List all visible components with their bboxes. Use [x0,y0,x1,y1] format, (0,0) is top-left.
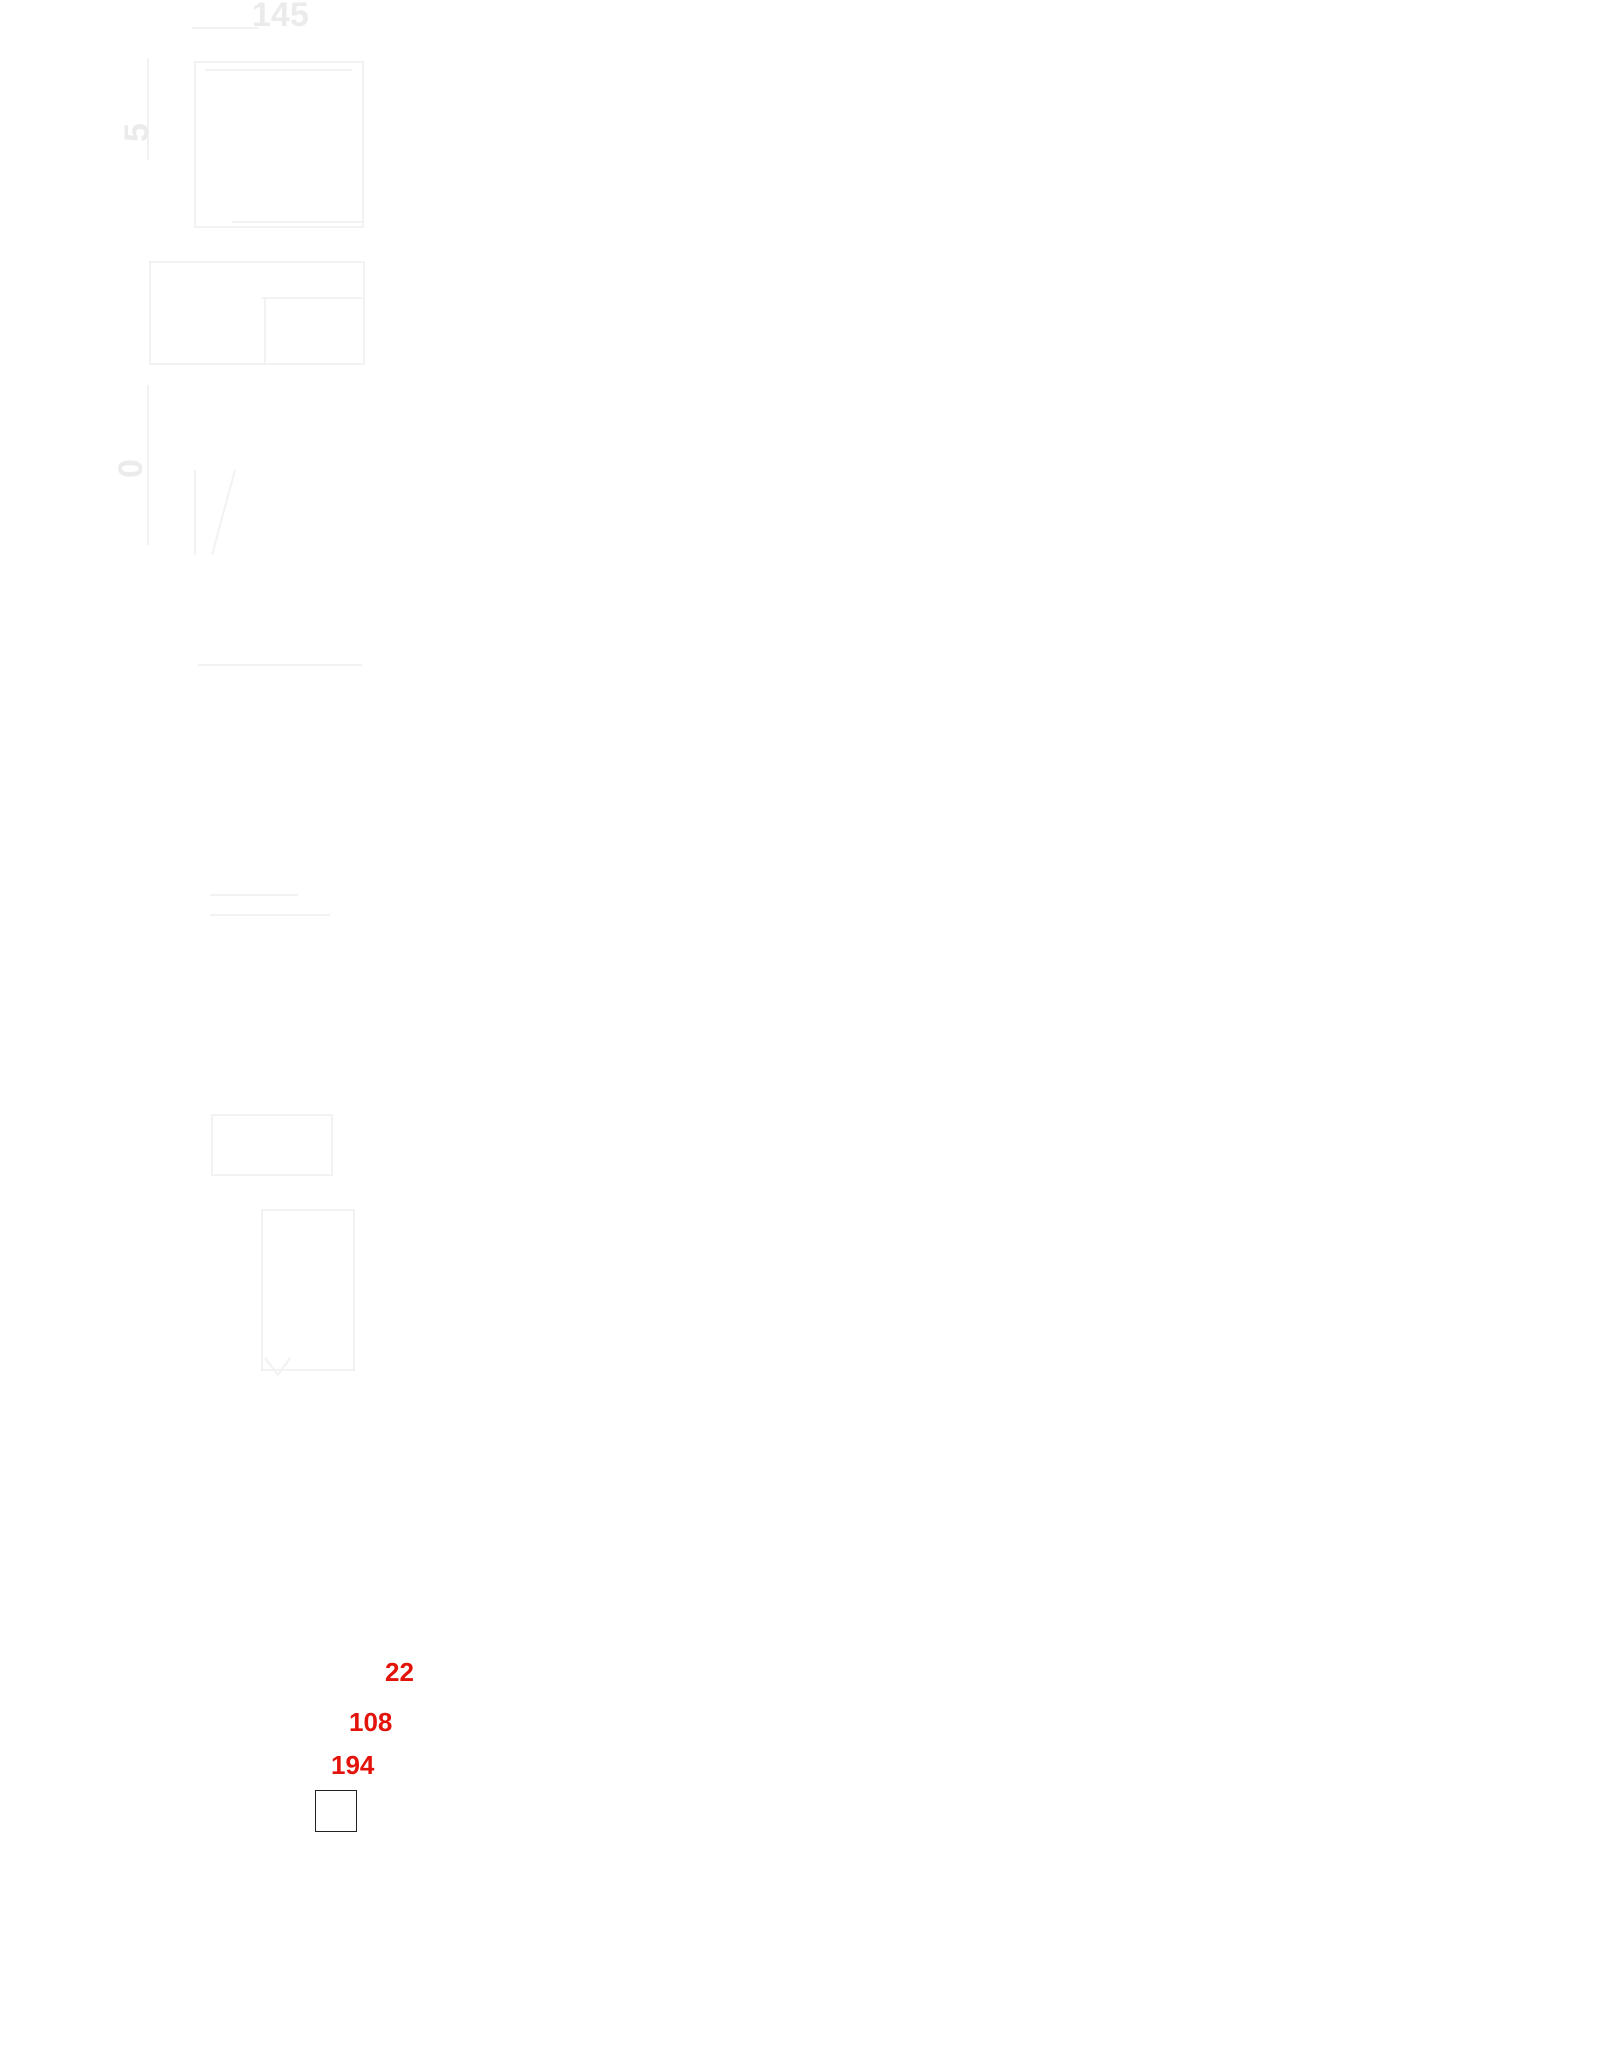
faded-lower-frame [210,894,355,1376]
callout-label: 22 [385,1657,414,1687]
faded-upper-frame [147,27,364,228]
callout-label: 108 [349,1707,393,1737]
faint-side-number-upper: 5 [118,123,156,142]
marker-box [315,1790,357,1832]
faint-top-number: 145 [252,0,309,34]
faded-middle-frame [147,261,365,666]
callout-label: 194 [331,1750,375,1780]
faint-side-number-lower: 0 [112,459,150,478]
